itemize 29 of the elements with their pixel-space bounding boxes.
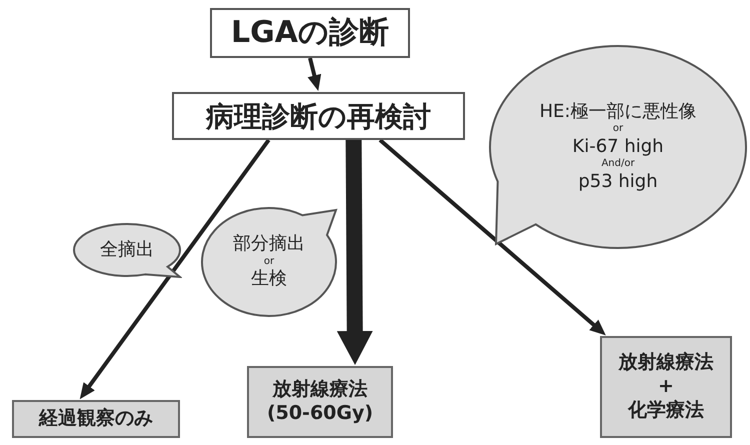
node-text: 放射線療法: [272, 378, 368, 402]
result-box: [600, 336, 732, 438]
node-text: or: [264, 256, 274, 268]
node-text: p53 high: [578, 170, 658, 194]
node-text: 化学療法: [628, 398, 704, 423]
node-text: Ki-67 high: [572, 136, 664, 158]
node-text: LGAの診断: [231, 14, 389, 52]
node-text: (50-60Gy): [266, 402, 374, 426]
arrow: [378, 138, 606, 336]
arrow: [336, 140, 373, 365]
speech-bubble: [200, 206, 338, 318]
speech-bubble: [72, 222, 182, 278]
node-text: 生検: [251, 268, 287, 291]
node-text: 病理診断の再検討: [206, 98, 431, 134]
node-text: +: [658, 375, 674, 399]
result-box: [247, 366, 393, 438]
node-text: HE:極一部に悪性像: [540, 100, 696, 124]
arrow: [308, 58, 322, 92]
node-text: or: [612, 123, 624, 136]
arrow: [80, 138, 270, 400]
node-text: 放射線療法: [618, 351, 714, 376]
node-text: And/or: [601, 158, 635, 171]
result-box: [12, 400, 180, 438]
node-text: 部分摘出: [233, 233, 305, 256]
speech-bubble: [488, 44, 748, 250]
node-text: 全摘出: [100, 238, 154, 262]
node-text: 経過観察のみ: [39, 407, 153, 431]
process-box: [210, 8, 410, 58]
process-box: [172, 92, 465, 140]
